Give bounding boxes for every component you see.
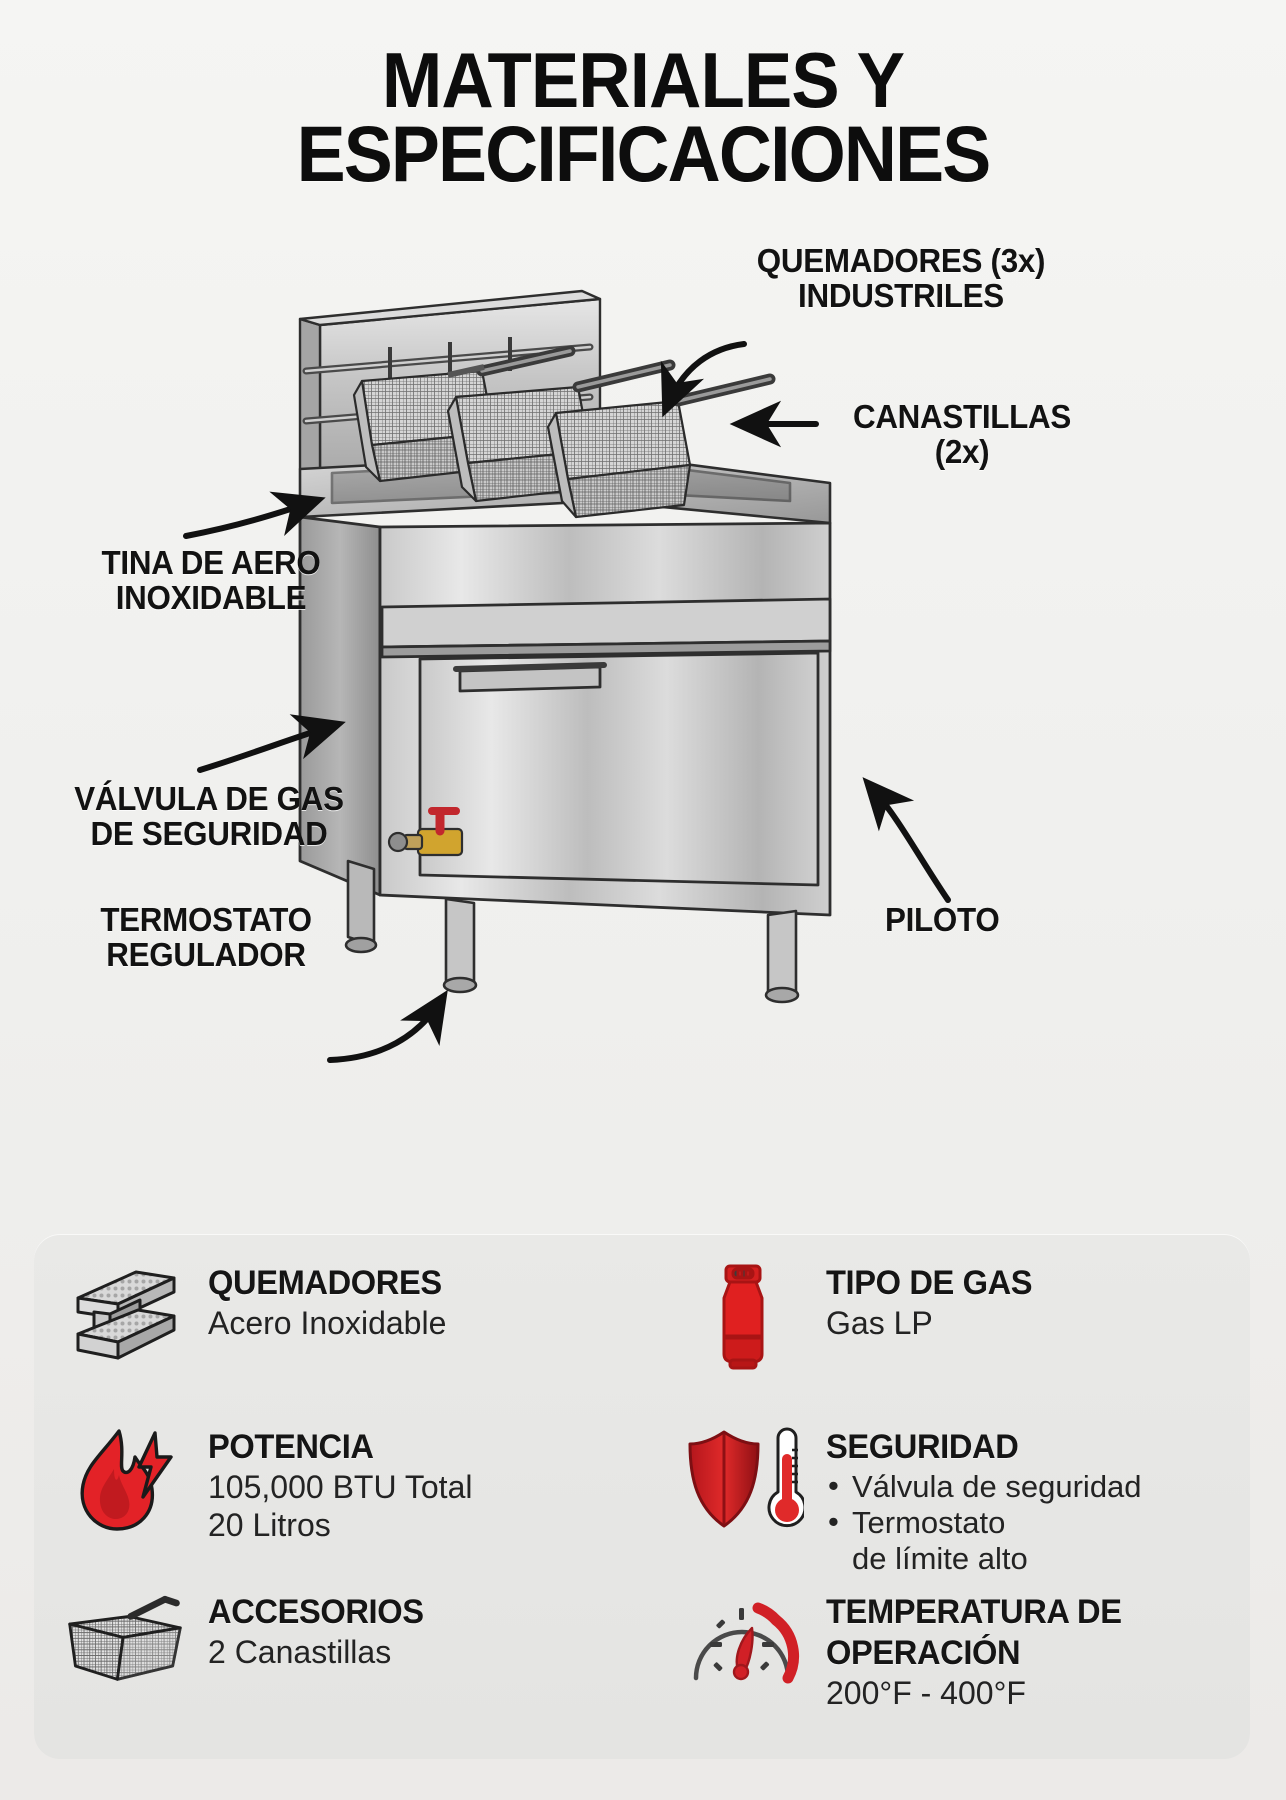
spec-title: TIPO DE GAS [826, 1264, 1033, 1302]
callout-termostato-line-2: REGULADOR [106, 935, 306, 973]
callout-termostato-line-1: TERMOSTATO [100, 901, 312, 938]
spec-value: Acero Inoxidable [208, 1305, 447, 1341]
specifications-panel: QUEMADORES Acero Inoxidable [34, 1234, 1250, 1759]
spec-value: Gas LP [826, 1305, 933, 1341]
burner-beam-icon [64, 1256, 186, 1376]
spec-bullet-list: Válvula de seguridad Termostato de límit… [826, 1468, 1142, 1577]
fryer-illustration [270, 255, 950, 1015]
callout-quemadores-line-1: QUEMADORES (3x) [756, 242, 1046, 279]
callout-quemadores: QUEMADORES (3x) INDUSTRILES [725, 242, 1077, 314]
callout-valvula: VÁLVULA DE GAS DE SEGURIDAD [45, 780, 374, 852]
spec-bullet: Termostato de límite alto [826, 1504, 1142, 1577]
spec-bullet-subtext: de límite alto [852, 1540, 1028, 1576]
spec-title-line-2: OPERACIÓN [826, 1633, 1021, 1672]
page-title-line-1: MATERIALES Y [381, 36, 905, 124]
spec-potencia: POTENCIA 105,000 BTU Total 20 Litros [58, 1416, 642, 1581]
spec-title: QUEMADORES [208, 1264, 442, 1302]
callout-tina-line-2: INOXIDABLE [115, 578, 307, 616]
callout-canastillas-line-1: CANASTILLAS [852, 398, 1072, 435]
gauge-icon [682, 1585, 804, 1705]
spec-title: POTENCIA [208, 1428, 374, 1467]
callout-valvula-line-1: VÁLVULA DE GAS [74, 780, 344, 817]
callout-tina-line-1: TINA DE AERO [101, 544, 321, 581]
page-title-line-2: ESPECIFICACIONES [296, 109, 992, 199]
spec-value-2: 20 Litros [208, 1506, 331, 1543]
spec-title: SEGURIDAD [826, 1428, 1019, 1467]
page-title: MATERIALES Y ESPECIFICACIONES [45, 41, 1241, 199]
spec-seguridad: SEGURIDAD Válvula de seguridad Termostat… [642, 1416, 1226, 1581]
spec-title: ACCESORIOS [208, 1592, 424, 1631]
spec-title: TEMPERATURA DE [826, 1592, 1122, 1631]
spec-value: 200°F - 400°F [826, 1674, 1026, 1711]
callout-tina: TINA DE AERO INOXIDABLE [54, 544, 368, 616]
spec-value: 2 Canastillas [208, 1633, 392, 1670]
gas-cylinder-icon [682, 1256, 804, 1376]
spec-value-1: 105,000 BTU Total [208, 1469, 473, 1506]
callout-quemadores-line-2: INDUSTRILES [798, 276, 1004, 314]
callout-piloto-line-1: PILOTO [885, 901, 1000, 938]
spec-quemadores: QUEMADORES Acero Inoxidable [58, 1252, 642, 1416]
spec-bullet-text: Termostato [852, 1505, 1006, 1541]
callout-canastillas: CANASTILLAS (2x) [820, 398, 1105, 470]
callout-piloto: PILOTO [885, 901, 1075, 938]
flame-bolt-icon [64, 1420, 186, 1540]
spec-bullet: Válvula de seguridad [826, 1468, 1142, 1505]
shield-thermometer-icon [682, 1420, 804, 1540]
spec-tipo-de-gas: TIPO DE GAS Gas LP [642, 1252, 1226, 1416]
callout-valvula-line-2: DE SEGURIDAD [90, 814, 328, 852]
spec-accesorios: ACCESORIOS 2 Canastillas [58, 1581, 642, 1745]
callout-canastillas-line-2: (2x) [934, 432, 990, 470]
fry-basket-icon [64, 1585, 186, 1705]
spec-temperatura: TEMPERATURA DE OPERACIÓN 200°F - 400°F [642, 1581, 1226, 1745]
callout-termostato: TERMOSTATO REGULADOR [64, 901, 349, 973]
